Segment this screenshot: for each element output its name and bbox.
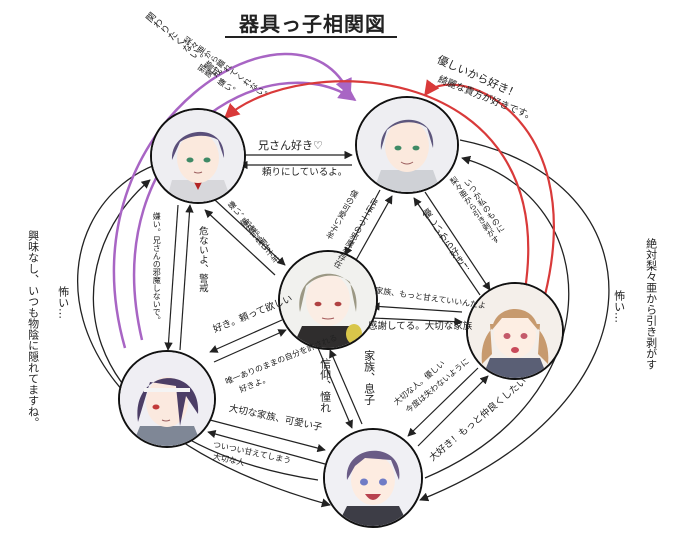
label-c-to-d: 感謝してる。大切な家族	[368, 321, 473, 332]
label-right-inner: 怖い…	[612, 290, 626, 323]
red-arc-inner	[424, 79, 555, 296]
label-left-outer: 興味なし、いつも物陰に隠れてますね。	[26, 230, 40, 428]
arrow-e-to-a	[179, 204, 194, 351]
label-f-to-c: 信仰、憧れ	[318, 358, 332, 413]
arrow-f-to-c	[329, 349, 363, 425]
arrow-c-to-f	[317, 347, 353, 429]
label-left-inner: 怖い…	[56, 286, 70, 319]
portrait-center[interactable]	[278, 250, 378, 350]
arrow-f-to-e	[207, 429, 326, 465]
portrait-top-right[interactable]	[355, 96, 459, 194]
outer-loop-left	[77, 164, 331, 508]
arrow-b-to-c	[344, 189, 381, 256]
label-e-to-a: 危ないよ、警戒	[196, 226, 208, 293]
arrow-b-to-d	[424, 191, 491, 291]
label-a-to-b: 兄さん好き♡	[258, 139, 323, 152]
portrait-top-left[interactable]	[150, 108, 246, 204]
arrow-f-to-d	[417, 375, 489, 447]
diagram-title: 器具っ子相関図	[239, 12, 386, 36]
arrow-a-to-c	[214, 199, 286, 266]
title-underline	[225, 36, 397, 38]
label-b-to-a: 頼りにしているよ。	[262, 167, 348, 178]
portrait-bottom-left[interactable]	[118, 350, 216, 448]
character-c-face	[280, 252, 376, 348]
arrow-e-to-c	[213, 329, 287, 363]
arrow-d-to-f	[407, 367, 479, 437]
red-arc-top	[223, 80, 530, 291]
character-a-face	[152, 110, 244, 202]
label-a-to-e-outer: 嫌い。兄さんの邪魔しないで。	[152, 212, 162, 324]
outer-loop-right-inner	[424, 155, 570, 479]
portrait-right[interactable]	[466, 282, 564, 380]
portrait-bottom[interactable]	[323, 428, 423, 528]
arrow-d-to-c	[371, 302, 463, 313]
character-f-face	[325, 430, 421, 526]
character-b-face	[357, 98, 457, 192]
arrow-a-to-e	[164, 204, 179, 351]
arrow-c-to-e	[209, 319, 283, 353]
outer-loop-right	[419, 139, 610, 502]
arrow-c-to-a	[204, 209, 276, 276]
outer-loop-left-inner	[92, 179, 319, 481]
character-e-face	[120, 352, 214, 446]
purple-arc-outer	[112, 52, 352, 349]
arrow-e-to-f	[209, 419, 326, 453]
arrow-c-to-b	[354, 195, 393, 263]
label-right-outer: 絶対梨々亜から引き剥がす	[644, 238, 658, 370]
arrow-c-to-d	[371, 317, 463, 326]
character-d-face	[468, 284, 562, 378]
arrow-d-to-b	[413, 197, 481, 296]
label-c-to-f: 家族、息子	[362, 350, 376, 405]
